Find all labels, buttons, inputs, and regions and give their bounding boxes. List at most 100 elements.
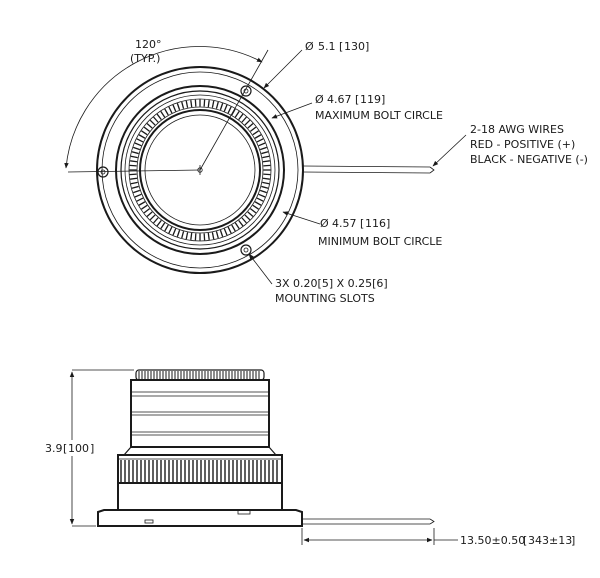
height-bracket-close: ] [90, 442, 94, 455]
knurl-tick [207, 100, 210, 108]
knurl-tick [262, 155, 270, 159]
wire-length-dimension [301, 528, 458, 545]
wires-spec: 2-18 AWG WIRES [470, 123, 564, 136]
knurl-tick [141, 130, 148, 136]
knurl-tick [227, 106, 232, 114]
side-view: 3.9 [ 100 ] 13.50±0.50 [ 343±13 ] [40, 369, 575, 547]
knurl-tick [219, 229, 224, 237]
knurl-tick [131, 151, 139, 155]
knurl-tick [172, 104, 177, 112]
knurl-tick [153, 217, 159, 224]
knurl-tick [185, 100, 189, 108]
knurl-tick [238, 219, 244, 227]
base-knurl-ring [117, 454, 283, 484]
wire-bracket-open: [ [523, 534, 527, 547]
angle-value: 120° [135, 38, 162, 51]
outer-diam-value: 5.1 [318, 40, 336, 53]
wire-side-view [302, 518, 435, 525]
knurl-tick [146, 123, 153, 129]
angle-dimension [64, 46, 269, 173]
knurl-tick [262, 181, 270, 185]
cap-top [135, 369, 265, 381]
knurl-tick [211, 232, 215, 240]
knurl-tick [141, 204, 148, 210]
knurl-tick [207, 232, 210, 240]
knurl-tick [130, 160, 138, 163]
mounting-slot-bottom [240, 244, 252, 256]
knurl-tick [168, 106, 173, 114]
knurl-tick [252, 130, 259, 136]
knurl-tick [134, 193, 142, 198]
knurl-tick [156, 113, 162, 121]
bolt-min-value: 4.57 [332, 217, 357, 230]
knurl-tick [190, 100, 193, 108]
top-view: 120° (TYP.) Ø 5.1 [ 130 ] Ø 4.67 [ 119 ]… [64, 38, 588, 305]
knurl-tick [262, 177, 270, 180]
wire-bracket-close: ] [571, 534, 575, 547]
bolt-min-symbol: Ø [320, 217, 329, 230]
knurl-tick [136, 138, 144, 143]
knurl-tick [258, 142, 266, 147]
dome-body [130, 379, 270, 448]
knurl-tick [143, 126, 151, 132]
height-inch: 3.9 [45, 442, 63, 455]
bolt-max-mm: 119 [360, 93, 381, 106]
wires-red: RED - POSITIVE (+) [470, 138, 575, 151]
knurl-tick [138, 134, 146, 139]
knurl-tick [156, 219, 162, 227]
knurl-tick [164, 108, 169, 116]
knurl-tick [241, 217, 247, 224]
knurl-tick [256, 197, 264, 202]
height-mm: 100 [68, 442, 89, 455]
flange [97, 509, 303, 527]
knurl-tick [190, 232, 193, 240]
outer-diam-leader [263, 49, 303, 89]
knurl-tick [223, 104, 228, 112]
bracket-close-3: ] [386, 217, 390, 230]
knurl-tick [256, 138, 264, 143]
height-bracket-open: [ [63, 442, 67, 455]
knurl-tick [227, 226, 232, 234]
knurl-tick [244, 119, 251, 126]
knurl-tick [153, 116, 159, 123]
neck [123, 446, 277, 456]
mounting-slot-left [97, 166, 109, 178]
knurl-tick [219, 103, 224, 111]
bracket-close: ] [365, 40, 369, 53]
knurl-tick [146, 211, 153, 217]
knurl-tick [134, 142, 142, 147]
wires-leader [432, 134, 467, 167]
dome-bands [131, 391, 269, 436]
knurl-tick [258, 193, 266, 198]
knurl-tick [130, 177, 138, 180]
base-housing [117, 483, 283, 511]
knurl-tick [176, 229, 181, 237]
angle-note: (TYP.) [130, 52, 160, 65]
knurl-tick [133, 146, 141, 151]
knurl-tick [181, 231, 185, 239]
knurl-tick [185, 232, 189, 240]
knurl-tick [215, 231, 219, 239]
knurl-tick [231, 108, 236, 116]
bolt-max-label: MAXIMUM BOLT CIRCLE [315, 109, 443, 122]
knurl-tick [247, 211, 254, 217]
flange-slots [144, 509, 251, 524]
height-label-bg [40, 440, 98, 456]
knurl-tick [259, 189, 267, 194]
knurl-tick [238, 113, 244, 121]
wires-black: BLACK - NEGATIVE (-) [470, 153, 588, 166]
knurl-tick [133, 189, 141, 194]
bolt-min-mm: 116 [365, 217, 386, 230]
bracket-close-2: ] [381, 93, 385, 106]
bracket-open: [ [339, 40, 343, 53]
knurl-tick [254, 201, 262, 206]
bolt-max-value: 4.67 [327, 93, 352, 106]
bolt-min-label: MINIMUM BOLT CIRCLE [318, 235, 442, 248]
knurl-tick [168, 226, 173, 234]
knurl-tick [244, 214, 251, 221]
knurl-tick [249, 208, 257, 214]
knurl-tick [160, 222, 166, 229]
knurl-tick [131, 185, 139, 189]
bracket-open-2: [ [355, 93, 359, 106]
